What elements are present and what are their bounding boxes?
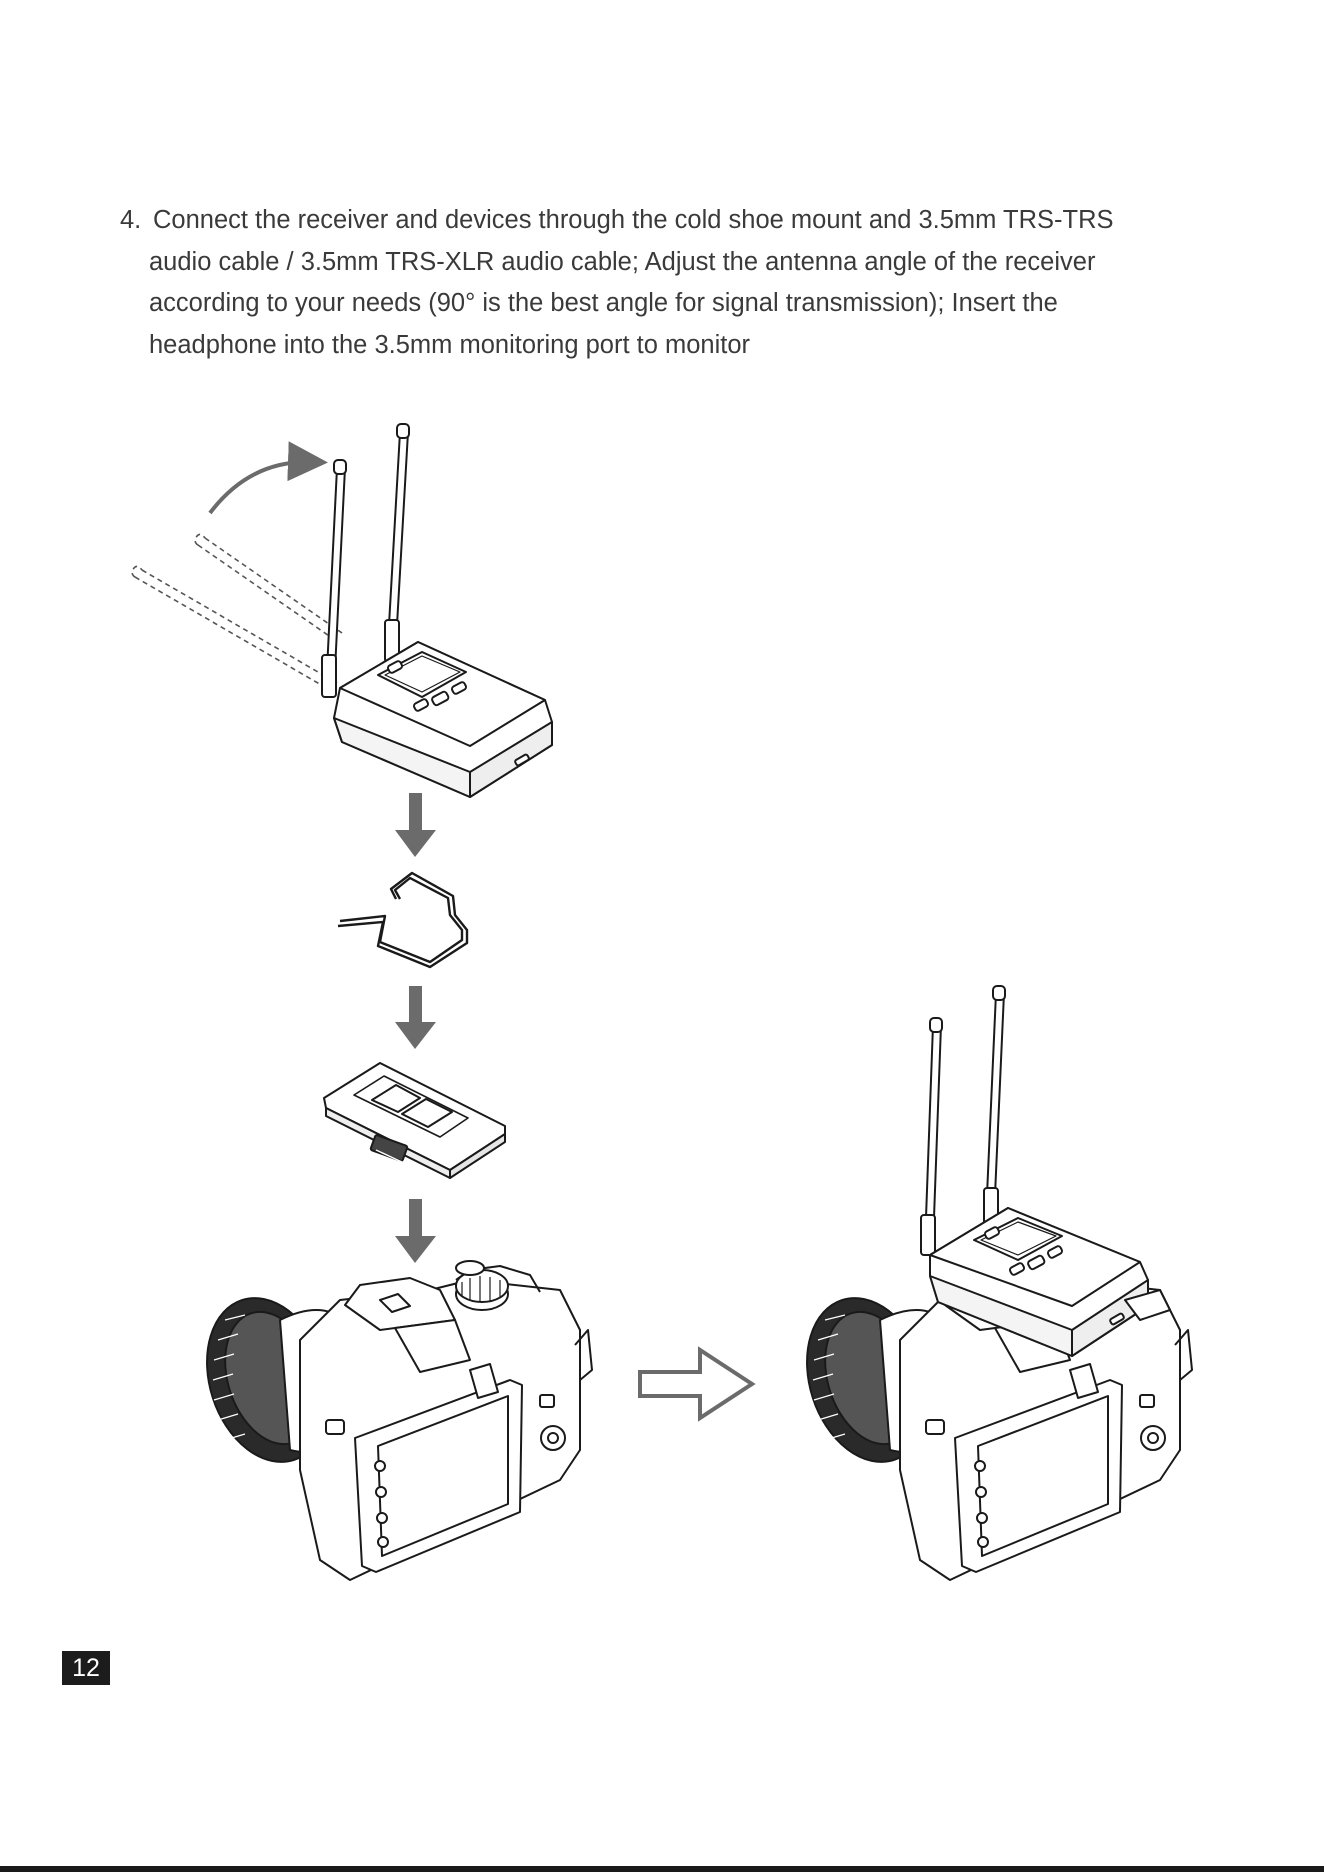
instruction-line-4: headphone into the 3.5mm monitoring port… [149,330,751,359]
receiver-antenna-left [321,459,347,698]
down-arrow-icon-3 [395,1199,436,1263]
down-arrow-icon-1 [395,793,436,857]
instruction-line-1: Connect the receiver and devices through… [153,206,1114,234]
cold-shoe-adapter [323,1062,506,1179]
down-arrow-icon-2 [395,986,436,1049]
instruction-line-3: according to your needs (90° is the best… [149,289,1058,317]
camera-left [206,1260,593,1581]
receiver-unit [321,423,553,798]
page-number-badge: 12 [62,1651,110,1685]
step-instruction: 4. Connect the receiver and devices thro… [120,200,1200,366]
antenna-ghost-positions [131,533,343,691]
wire-clip [337,871,469,969]
step-number: 4. [120,206,142,234]
right-arrow-icon [638,1346,756,1422]
camera-right-assembled [806,985,1193,1581]
mounted-receiver [920,985,1171,1357]
antenna-rotate-arrow-icon [208,441,328,515]
instruction-line-2: audio cable / 3.5mm TRS-XLR audio cable;… [149,247,1096,276]
bottom-rule [0,1866,1324,1872]
receiver-antenna-right [384,423,410,663]
